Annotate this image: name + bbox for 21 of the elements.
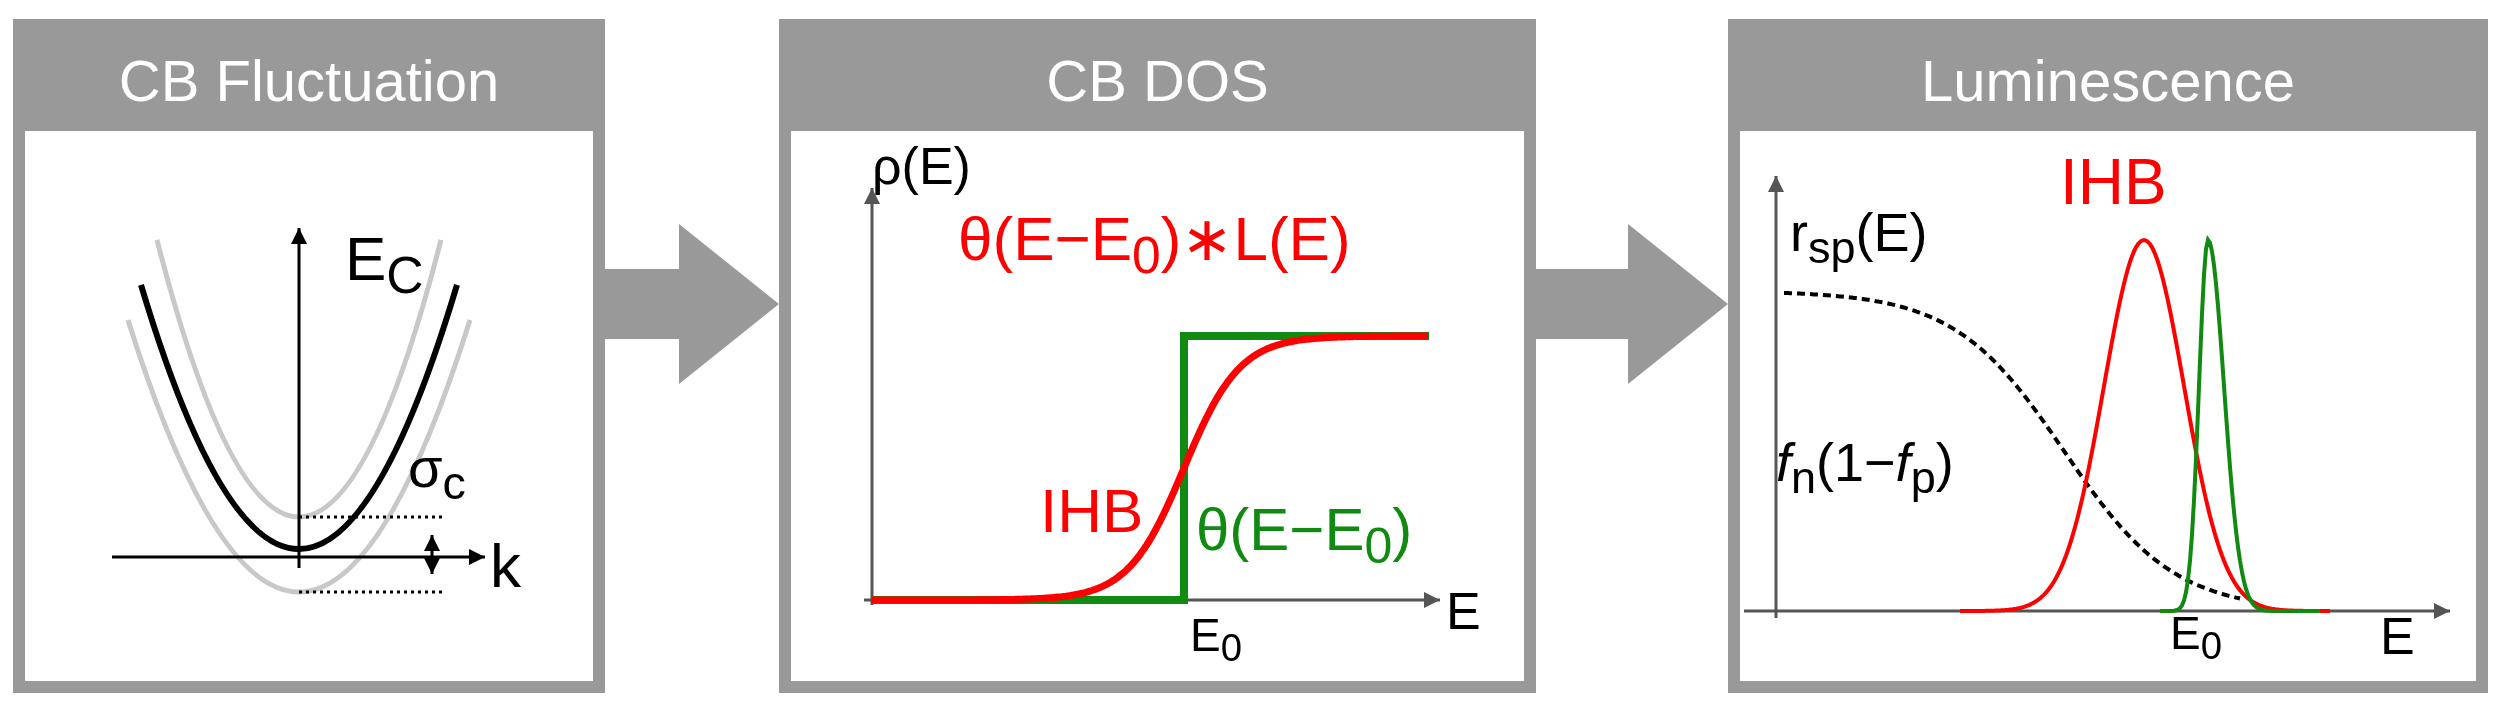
axis-label: k	[490, 535, 521, 597]
axis-label: r$_{sp}$(E)	[1790, 205, 1928, 270]
tick-label: E$_{0}$	[1190, 612, 1242, 668]
panel	[779, 19, 1536, 693]
panel	[13, 19, 605, 693]
block-arrow	[1536, 224, 1728, 384]
tick-label: E$_{0}$	[2170, 610, 2222, 666]
panel-title: CB Fluctuation	[25, 31, 593, 131]
axis-label: σ$_{c}$	[408, 440, 466, 507]
axis-label: E	[1446, 585, 1481, 637]
curve-label: IHB	[1040, 480, 1144, 542]
curve-label: IHB	[2060, 150, 2167, 214]
axis-label: E$_{C}$	[345, 228, 424, 303]
panel-title: Luminescence	[1740, 31, 2476, 131]
block-arrow	[605, 224, 779, 384]
axis-label: E	[2380, 610, 2415, 662]
panel-title: CB DOS	[791, 31, 1524, 131]
formula-label: f$_{n}$(1−f$_{p}$)	[1776, 435, 1954, 500]
formula-label: θ(E−E$_{0}$)	[1196, 500, 1413, 571]
formula-label: θ(E−E$_{0}$)∗L(E)	[958, 208, 1351, 283]
panel	[1728, 19, 2488, 693]
